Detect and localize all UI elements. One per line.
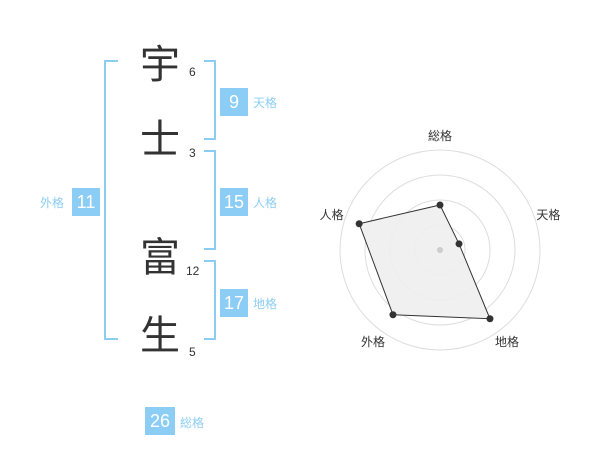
chikaku-value: 17 [220,289,248,317]
gaikaku-bracket [104,60,118,340]
name-char-3: 富 [140,235,180,281]
radar-point [455,240,463,248]
radar-ring [364,174,516,326]
stroke-count-4: 5 [189,345,196,359]
tenkaku-value: 9 [220,88,248,116]
stroke-count-1: 6 [189,65,196,79]
stroke-count-3: 12 [186,264,200,278]
tenkaku-label: 天格 [253,96,278,110]
stroke-count-2: 3 [189,146,196,160]
gaikaku-value: 11 [72,188,100,216]
jinkaku-label: 人格 [253,196,278,210]
gaikaku-label: 外格 [40,196,65,210]
name-char-2: 士 [140,117,180,163]
radar-point [389,311,397,319]
chikaku-bracket [204,260,216,340]
soukaku-value: 26 [145,407,175,435]
name-char-1: 宇 [140,42,180,88]
radar-point [486,315,494,323]
soukaku-label: 総格 [180,416,205,430]
radar-axis-label: 人格 [320,207,344,222]
radar-axis-label: 地格 [495,334,519,349]
radar-axis-label: 総格 [428,128,452,143]
jinkaku-bracket [204,150,216,250]
tenkaku-bracket [204,60,216,140]
radar-point [355,220,363,228]
radar-center [437,247,443,253]
radar-axis-label: 外格 [361,334,385,349]
chikaku-label: 地格 [253,297,278,311]
name-char-4: 生 [140,313,180,359]
radar-point [436,201,444,209]
radar-axis-label: 天格 [536,207,560,222]
radar-ring [339,149,541,351]
jinkaku-value: 15 [220,188,248,216]
radar-area [358,204,491,320]
